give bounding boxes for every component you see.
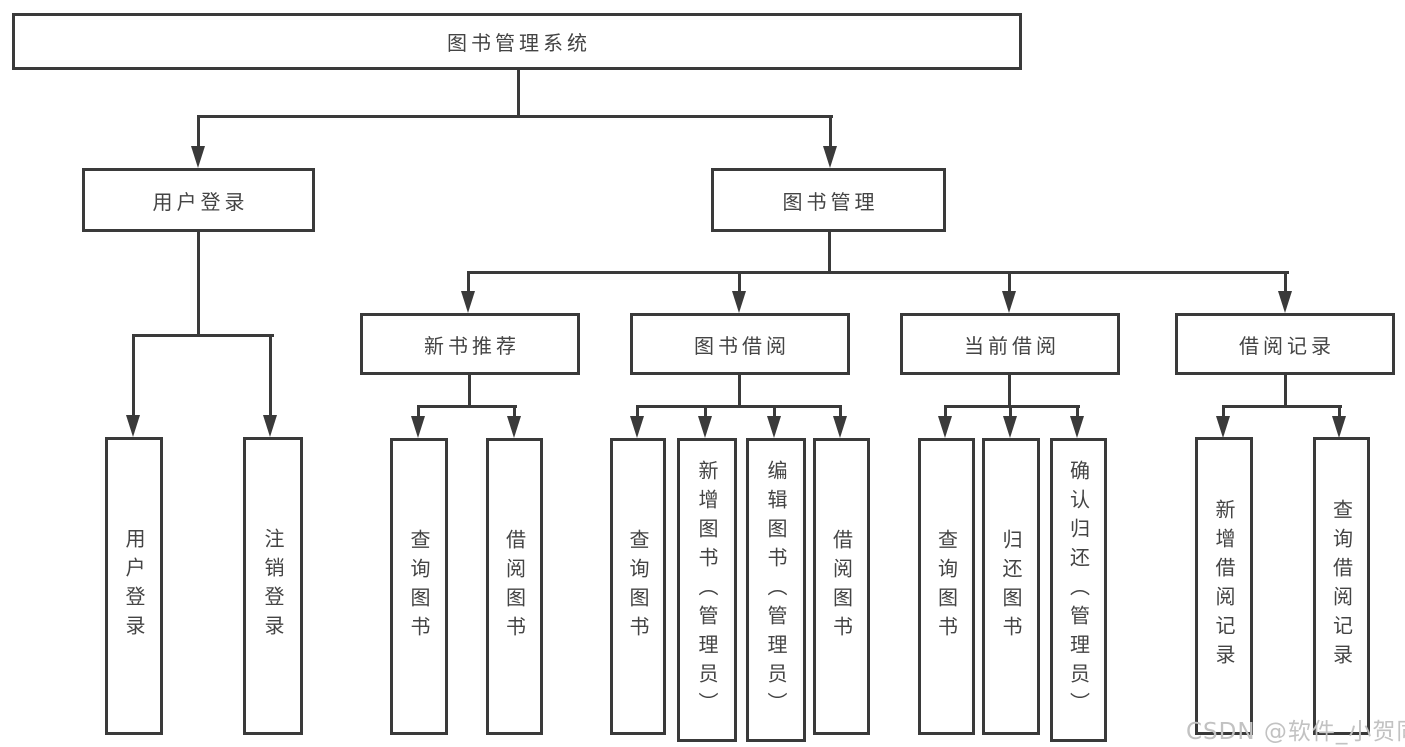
arrow-down-icon — [126, 415, 140, 437]
connector-drop — [269, 334, 272, 416]
node-library-system: 图书管理系统 — [12, 13, 1022, 70]
connector-drop — [738, 271, 741, 292]
node-book-management: 图书管理 — [711, 168, 946, 232]
leaf-label: 编辑图书（管理员） — [764, 459, 788, 721]
leaf-label: 归还图书 — [999, 528, 1023, 645]
leaf-add-book-admin: 新增图书（管理员） — [677, 438, 737, 742]
leaf-label: 用户登录 — [122, 528, 146, 644]
arrow-down-icon — [411, 416, 425, 438]
node-borrowing-records: 借阅记录 — [1175, 313, 1395, 375]
arrow-down-icon — [1216, 416, 1230, 438]
connector-stem — [828, 232, 831, 273]
connector-stem — [738, 375, 741, 408]
connector-hline — [1222, 405, 1342, 408]
leaf-label: 确认归还（管理员） — [1066, 459, 1091, 721]
connector-drop — [839, 405, 842, 417]
arrow-down-icon — [263, 415, 277, 437]
connector-drop — [1008, 271, 1011, 292]
arrow-down-icon — [938, 416, 952, 438]
leaf-label: 查询借阅记录 — [1329, 499, 1354, 673]
leaf-label: 查询图书 — [407, 528, 431, 645]
connector-hline — [417, 405, 517, 408]
arrow-down-icon — [823, 146, 837, 168]
connector-drop — [944, 405, 947, 417]
connector-stem — [1284, 375, 1287, 408]
leaf-borrow-books: 借阅图书 — [813, 438, 870, 735]
connector-hline — [132, 334, 274, 337]
node-book-borrowing: 图书借阅 — [630, 313, 850, 375]
connector-drop — [1076, 405, 1079, 417]
leaf-query-borrow-record: 查询借阅记录 — [1313, 437, 1370, 735]
leaf-label: 新增借阅记录 — [1212, 499, 1236, 673]
connector-drop — [197, 115, 200, 148]
arrow-down-icon — [767, 416, 781, 438]
leaf-label: 借阅图书 — [829, 528, 854, 645]
arrow-down-icon — [461, 291, 475, 313]
connector-drop — [704, 405, 707, 417]
leaf-logout: 注销登录 — [243, 437, 303, 735]
leaf-query-books: 查询图书 — [610, 438, 666, 735]
leaf-return-books: 归还图书 — [982, 438, 1040, 735]
leaf-label: 新增图书（管理员） — [695, 459, 719, 721]
connector-stem — [197, 232, 200, 336]
connector-drop — [1009, 405, 1012, 417]
arrow-down-icon — [1278, 291, 1292, 313]
connector-drop — [513, 405, 516, 417]
connector-drop — [1338, 405, 1341, 417]
connector-stem — [517, 70, 520, 117]
connector-stem — [1008, 375, 1011, 408]
connector-hline — [197, 115, 833, 118]
leaf-confirm-return-admin: 确认归还（管理员） — [1050, 438, 1107, 742]
connector-hline — [467, 271, 1289, 274]
arrow-down-icon — [1003, 416, 1017, 438]
leaf-user-login: 用户登录 — [105, 437, 163, 735]
connector-hline — [636, 405, 842, 408]
arrow-down-icon — [1002, 291, 1016, 313]
node-current-borrowing: 当前借阅 — [900, 313, 1120, 375]
arrow-down-icon — [732, 291, 746, 313]
leaf-label: 借阅图书 — [502, 528, 527, 645]
leaf-edit-book-admin: 编辑图书（管理员） — [746, 438, 806, 742]
connector-drop — [636, 405, 639, 417]
connector-drop — [417, 405, 420, 417]
leaf-query-books: 查询图书 — [390, 438, 448, 735]
leaf-add-borrow-record: 新增借阅记录 — [1195, 437, 1253, 735]
connector-drop — [132, 334, 135, 416]
arrow-down-icon — [630, 416, 644, 438]
arrow-down-icon — [698, 416, 712, 438]
connector-stem — [468, 375, 471, 408]
arrow-down-icon — [1332, 416, 1346, 438]
csdn-watermark: CSDN @软件_小贺同学 — [1186, 719, 1405, 745]
leaf-label: 查询图书 — [934, 528, 959, 645]
node-user-login: 用户登录 — [82, 168, 315, 232]
arrow-down-icon — [507, 416, 521, 438]
leaf-query-books: 查询图书 — [918, 438, 975, 735]
arrow-down-icon — [833, 416, 847, 438]
connector-drop — [773, 405, 776, 417]
connector-drop — [829, 115, 832, 148]
arrow-down-icon — [191, 146, 205, 168]
node-new-book-recommendation: 新书推荐 — [360, 313, 580, 375]
connector-drop — [1284, 271, 1287, 292]
connector-drop — [467, 271, 470, 292]
arrow-down-icon — [1070, 416, 1084, 438]
leaf-label: 注销登录 — [261, 528, 285, 644]
leaf-borrow-books: 借阅图书 — [486, 438, 543, 735]
connector-drop — [1222, 405, 1225, 417]
connector-hline — [944, 405, 1080, 408]
leaf-label: 查询图书 — [626, 528, 650, 645]
